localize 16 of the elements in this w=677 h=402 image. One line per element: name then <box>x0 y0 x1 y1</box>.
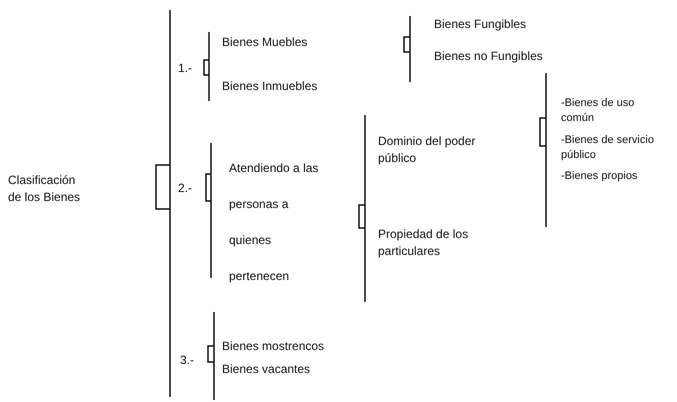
category-label: Bienes mostrencos <box>222 338 324 355</box>
category-title: Clasificación de los Bienes <box>8 172 82 206</box>
item-number: 2.- <box>178 180 192 197</box>
category-label: Atendiendo a las personas a quienes pertenecen <box>229 160 320 285</box>
item-number: 1.- <box>178 60 192 77</box>
category-label: Propiedad de los particulares <box>378 226 470 260</box>
item-number: 3.- <box>180 352 194 369</box>
category-label: Bienes Fungibles <box>434 16 526 33</box>
category-label: Bienes Muebles <box>222 34 308 51</box>
category-label: Bienes vacantes <box>222 361 310 378</box>
category-label: -Bienes propios <box>561 169 638 184</box>
category-label: Bienes Inmuebles <box>222 78 318 95</box>
category-label: Dominio del poder público <box>378 133 476 167</box>
category-label: Bienes no Fungibles <box>434 48 543 65</box>
category-label: -Bienes de servicio público <box>561 133 655 163</box>
category-label: -Bienes de uso común <box>561 96 636 126</box>
